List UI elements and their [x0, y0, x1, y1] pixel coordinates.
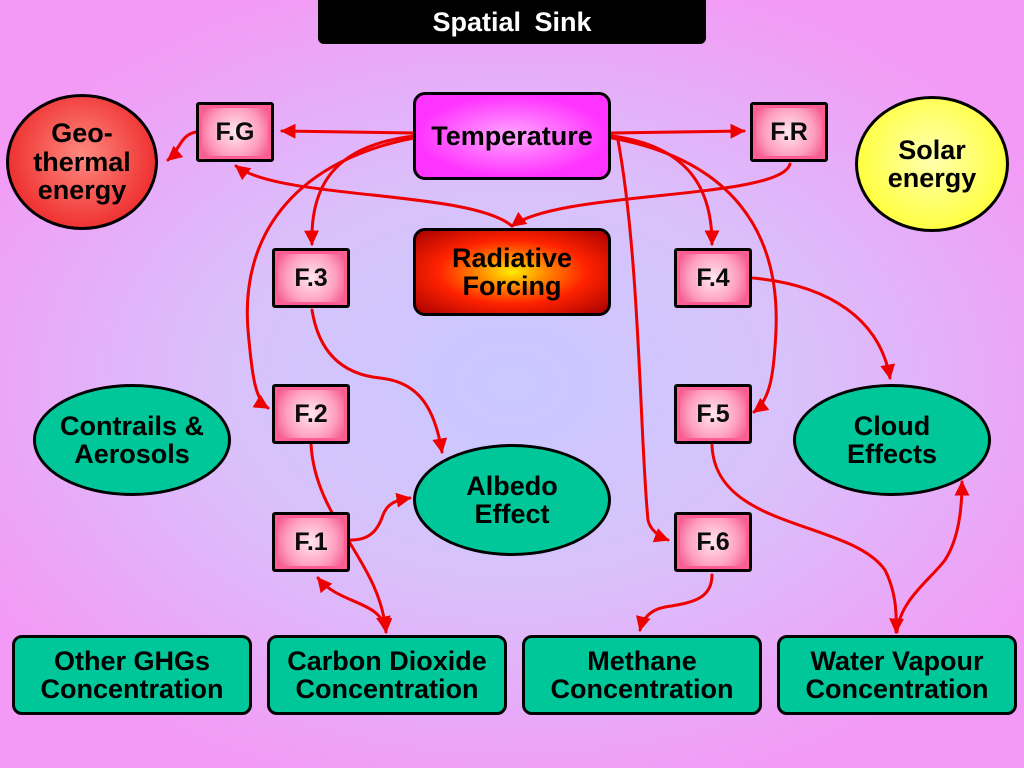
contrails-aerosols-node: Contrails & Aerosols	[33, 384, 231, 496]
arrow-f5-wv	[710, 443, 905, 634]
arrow-f3-albedo	[310, 308, 448, 454]
arrow-temp-fg	[280, 123, 416, 139]
arrow-temp-f5	[610, 136, 778, 414]
arrow-temp-f3	[304, 134, 416, 246]
f-4-box: F.4	[674, 248, 752, 308]
arrow-temp-f6	[616, 138, 670, 543]
arrow-temp-f4	[610, 134, 720, 246]
f-3-box: F.3	[272, 248, 350, 308]
f-g-box: F.G	[196, 102, 274, 162]
arrow-co2-f1	[316, 576, 391, 632]
cloud-effects-node: Cloud Effects	[793, 384, 991, 496]
other-ghgs-concentration-node: Other GHGs Concentration	[12, 635, 252, 715]
arrow-temp-fr	[610, 123, 746, 139]
f-2-box: F.2	[272, 384, 350, 444]
temperature-node: Temperature	[413, 92, 611, 180]
arrow-f6-methane	[636, 573, 714, 632]
page-title: Spatial Sink	[318, 0, 706, 44]
f-5-box: F.5	[674, 384, 752, 444]
water-vapour-concentration-node: Water Vapour Concentration	[777, 635, 1017, 715]
carbon-dioxide-concentration-node: Carbon Dioxide Concentration	[267, 635, 507, 715]
arrow-fg-geo	[166, 130, 198, 162]
geothermal-energy-node: Geo- thermal energy	[6, 94, 158, 230]
solar-energy-node: Solar energy	[855, 96, 1009, 232]
radiative-forcing-node: Radiative Forcing	[413, 228, 611, 316]
arrow-rf-fg	[234, 164, 514, 228]
arrow-temp-f2	[245, 136, 416, 410]
f-1-box: F.1	[272, 512, 350, 572]
arrow-wv-cloud	[895, 480, 970, 634]
methane-concentration-node: Methane Concentration	[522, 635, 762, 715]
arrow-fr-rf	[510, 162, 792, 228]
f-6-box: F.6	[674, 512, 752, 572]
arrow-f4-cloud	[751, 276, 896, 380]
arrow-f1-albedo	[349, 492, 412, 542]
albedo-effect-node: Albedo Effect	[413, 444, 611, 556]
f-r-box: F.R	[750, 102, 828, 162]
